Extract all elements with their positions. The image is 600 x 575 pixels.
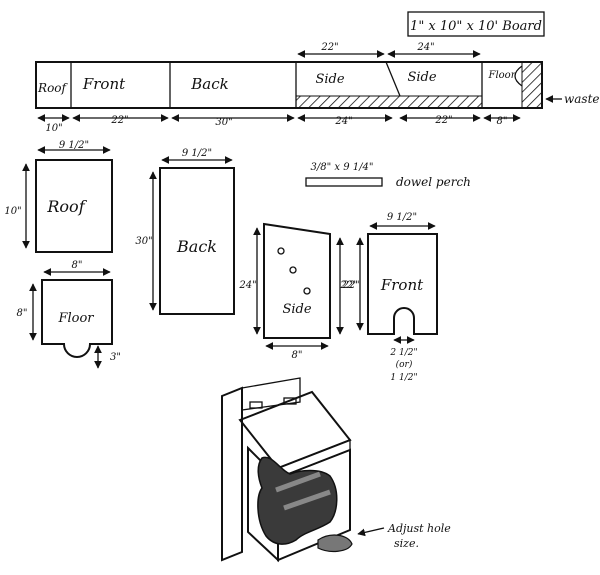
svg-text:Front: Front bbox=[380, 276, 424, 294]
assembled-birdhouse-illustration bbox=[221, 377, 353, 563]
svg-text:22": 22" bbox=[110, 115, 128, 126]
svg-text:9 1/2": 9 1/2" bbox=[387, 212, 417, 223]
side-part: Side 24" 22" 8" bbox=[238, 222, 358, 361]
svg-text:22": 22" bbox=[339, 280, 357, 291]
segment-roof: Roof bbox=[37, 81, 68, 95]
waste-label: waste bbox=[545, 92, 600, 106]
svg-text:22": 22" bbox=[320, 42, 338, 53]
svg-text:8": 8" bbox=[292, 350, 303, 361]
segment-front: Front bbox=[82, 75, 126, 93]
svg-text:8": 8" bbox=[72, 260, 83, 271]
svg-text:Roof: Roof bbox=[46, 197, 87, 216]
svg-text:waste: waste bbox=[564, 92, 600, 106]
board-bottom-dims: 10" 22" 30" 24" 22" 8" bbox=[37, 114, 521, 134]
board-title: 1" x 10" x 10' Board bbox=[407, 11, 545, 37]
svg-text:22": 22" bbox=[341, 280, 359, 291]
roof-part: Roof 9 1/2" 10" bbox=[4, 140, 113, 253]
svg-text:9 1/2": 9 1/2" bbox=[182, 148, 212, 159]
svg-text:Back: Back bbox=[176, 237, 217, 256]
svg-text:22": 22" bbox=[434, 115, 452, 126]
segment-side-2: Side bbox=[407, 70, 436, 85]
svg-text:1 1/2": 1 1/2" bbox=[390, 373, 417, 383]
svg-text:24": 24" bbox=[334, 116, 352, 127]
svg-text:1" x 10" x 10' Board: 1" x 10" x 10' Board bbox=[410, 19, 542, 34]
floor-part: Floor 8" 8" 3" bbox=[17, 260, 121, 369]
svg-text:Side: Side bbox=[282, 302, 311, 317]
dowel-perch: 3/8" x 9 1/4" dowel perch bbox=[305, 162, 471, 189]
svg-text:24": 24" bbox=[416, 42, 434, 53]
svg-text:30": 30" bbox=[215, 117, 232, 128]
svg-text:Adjust hole: Adjust hole bbox=[387, 522, 451, 535]
cutting-board: Roof Front Back Side Side Floor bbox=[35, 61, 543, 109]
svg-text:size.: size. bbox=[394, 537, 419, 550]
svg-text:9 1/2": 9 1/2" bbox=[59, 140, 89, 151]
svg-text:8": 8" bbox=[497, 116, 508, 127]
svg-text:30": 30" bbox=[135, 236, 152, 247]
svg-text:3/8" x 9 1/4": 3/8" x 9 1/4" bbox=[311, 162, 374, 173]
segment-side-1: Side bbox=[315, 72, 344, 87]
front-part: Front 9 1/2" 22" 2 1/2" (or) 1 1/2" bbox=[341, 212, 438, 383]
svg-text:24": 24" bbox=[238, 280, 256, 291]
svg-text:8": 8" bbox=[17, 308, 28, 319]
svg-text:3": 3" bbox=[110, 352, 121, 363]
svg-text:10": 10" bbox=[4, 206, 21, 217]
adjust-hole-annotation: Adjust hole size. bbox=[357, 522, 451, 550]
svg-text:(or): (or) bbox=[396, 359, 413, 370]
segment-floor: Floor bbox=[488, 70, 517, 81]
segment-back: Back bbox=[190, 75, 228, 93]
back-part: Back 9 1/2" 30" bbox=[135, 148, 235, 315]
board-top-dims: 22" 24" bbox=[297, 42, 481, 58]
svg-text:2 1/2": 2 1/2" bbox=[389, 348, 417, 358]
svg-text:dowel perch: dowel perch bbox=[396, 175, 471, 189]
svg-text:10": 10" bbox=[45, 123, 62, 134]
svg-text:Floor: Floor bbox=[57, 311, 94, 326]
